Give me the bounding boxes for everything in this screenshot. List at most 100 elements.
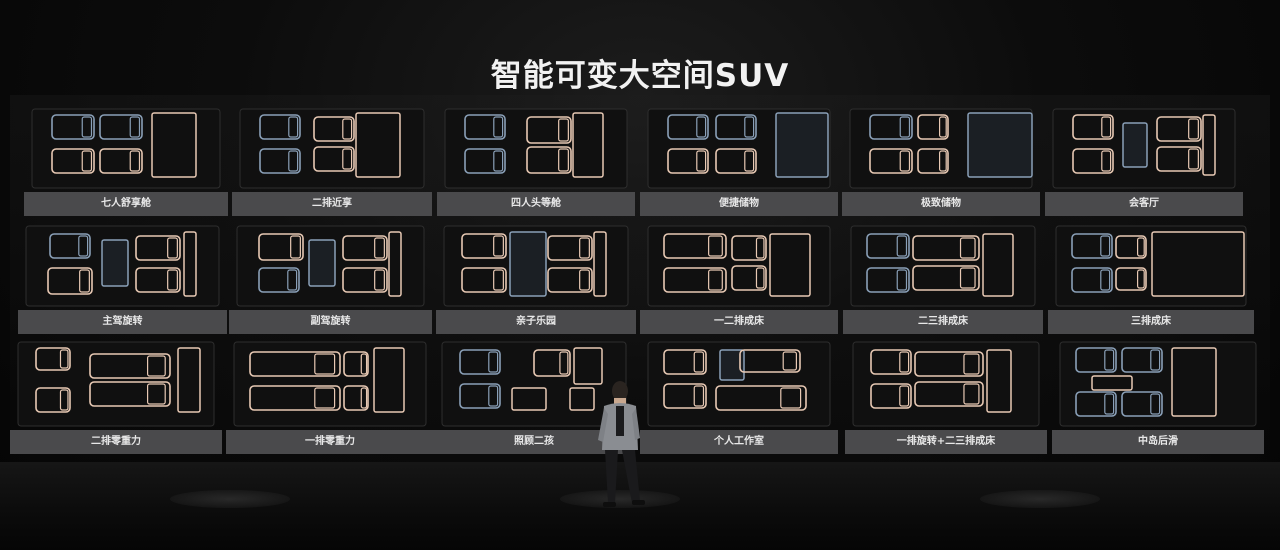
seat-icon bbox=[533, 349, 571, 377]
seat-icon bbox=[99, 114, 143, 140]
seat-icon bbox=[343, 351, 369, 377]
table-icon bbox=[101, 239, 129, 287]
seat-icon bbox=[464, 114, 506, 140]
layout-label: 二排零重力 bbox=[10, 430, 222, 454]
layout-label: 二三排成床 bbox=[843, 310, 1043, 334]
seat-diagram bbox=[852, 341, 1040, 427]
seat-diagram bbox=[647, 341, 831, 427]
seat-icon bbox=[49, 233, 91, 259]
seat-icon bbox=[35, 347, 71, 371]
seat-icon bbox=[917, 114, 949, 140]
seat-icon bbox=[259, 114, 301, 140]
layout-label: 副驾旋转 bbox=[229, 310, 432, 334]
layout-card: 亲子乐园 bbox=[436, 222, 636, 334]
seat-icon bbox=[715, 148, 757, 174]
seat-icon bbox=[663, 383, 707, 409]
layout-label: 个人工作室 bbox=[640, 430, 838, 454]
seat-icon bbox=[912, 235, 980, 261]
seat-icon bbox=[1121, 347, 1163, 373]
seat-icon bbox=[914, 381, 984, 407]
layout-card: 副驾旋转 bbox=[229, 222, 432, 334]
third-row bbox=[355, 112, 401, 178]
seat-icon bbox=[313, 146, 355, 172]
cargo-area bbox=[775, 112, 829, 178]
seat-icon bbox=[459, 349, 501, 375]
bed-area bbox=[986, 349, 1012, 413]
seat-icon bbox=[35, 387, 71, 413]
car-outline bbox=[239, 108, 425, 189]
floor-light bbox=[170, 490, 290, 508]
seat-icon bbox=[869, 148, 913, 174]
seat-icon bbox=[47, 267, 93, 295]
seat-diagram bbox=[239, 108, 425, 189]
car-outline bbox=[1059, 341, 1257, 427]
seat-icon bbox=[870, 383, 912, 409]
seat-icon bbox=[1071, 267, 1113, 293]
layout-card: 二排零重力 bbox=[10, 338, 222, 454]
seat-diagram bbox=[849, 108, 1033, 189]
child-seat bbox=[511, 387, 547, 411]
seat-diagram bbox=[17, 341, 215, 427]
seat-icon bbox=[917, 148, 949, 174]
seat-icon bbox=[731, 235, 767, 261]
layout-card: 二排近享 bbox=[232, 105, 432, 216]
seat-icon bbox=[526, 146, 572, 174]
bed-area bbox=[982, 233, 1014, 297]
layout-card: 一二排成床 bbox=[640, 222, 838, 334]
third-row bbox=[388, 231, 402, 297]
seat-icon bbox=[715, 385, 807, 411]
layout-label: 二排近享 bbox=[232, 192, 432, 216]
table-icon bbox=[308, 239, 336, 287]
seat-icon bbox=[715, 114, 757, 140]
seat-icon bbox=[870, 349, 912, 375]
seat-icon bbox=[663, 233, 727, 259]
seat-icon bbox=[249, 351, 341, 377]
seat-diagram bbox=[647, 225, 831, 307]
car-outline bbox=[233, 341, 427, 427]
seat-icon bbox=[249, 385, 341, 411]
seat-icon bbox=[1071, 233, 1113, 259]
seat-icon bbox=[258, 233, 304, 261]
layout-card: 会客厅 bbox=[1045, 105, 1243, 216]
seat-icon bbox=[313, 116, 355, 142]
seat-icon bbox=[464, 148, 506, 174]
seat-icon bbox=[547, 235, 593, 261]
presenter-figure bbox=[598, 381, 645, 507]
seat-icon bbox=[1072, 114, 1114, 140]
layout-label: 三排成床 bbox=[1048, 310, 1254, 334]
layout-card: 三排成床 bbox=[1048, 222, 1254, 334]
third-row bbox=[593, 231, 607, 297]
layout-card: 七人舒享舱 bbox=[24, 105, 228, 216]
layout-label: 会客厅 bbox=[1045, 192, 1243, 216]
seat-icon bbox=[258, 267, 300, 293]
seat-icon bbox=[1075, 347, 1117, 373]
layout-card: 照顾二孩 bbox=[434, 338, 634, 454]
layout-card: 中岛后滑 bbox=[1052, 338, 1264, 454]
seat-icon bbox=[1115, 267, 1147, 291]
seat-icon bbox=[259, 148, 301, 174]
seat-diagram bbox=[850, 225, 1036, 307]
car-outline bbox=[1055, 225, 1247, 307]
seat-icon bbox=[1156, 146, 1202, 172]
seat-icon bbox=[1075, 391, 1117, 417]
stage-floor bbox=[0, 462, 1280, 550]
third-row bbox=[177, 347, 201, 413]
third-row bbox=[183, 231, 197, 297]
cargo-area bbox=[967, 112, 1033, 178]
layout-card: 极致储物 bbox=[842, 105, 1040, 216]
layout-label: 亲子乐园 bbox=[436, 310, 636, 334]
seat-icon bbox=[135, 267, 181, 293]
seat-icon bbox=[89, 353, 171, 379]
bed-area bbox=[769, 233, 811, 297]
seat-icon bbox=[869, 114, 913, 140]
layout-label: 一排零重力 bbox=[226, 430, 434, 454]
seat-diagram bbox=[1059, 341, 1257, 427]
seat-icon bbox=[51, 114, 95, 140]
layout-card: 一排零重力 bbox=[226, 338, 434, 454]
seat-icon bbox=[99, 148, 143, 174]
third-row bbox=[151, 112, 197, 178]
floor-light bbox=[980, 490, 1100, 508]
cargo-area bbox=[573, 347, 603, 385]
layout-label: 一二排成床 bbox=[640, 310, 838, 334]
seat-diagram bbox=[647, 108, 831, 189]
